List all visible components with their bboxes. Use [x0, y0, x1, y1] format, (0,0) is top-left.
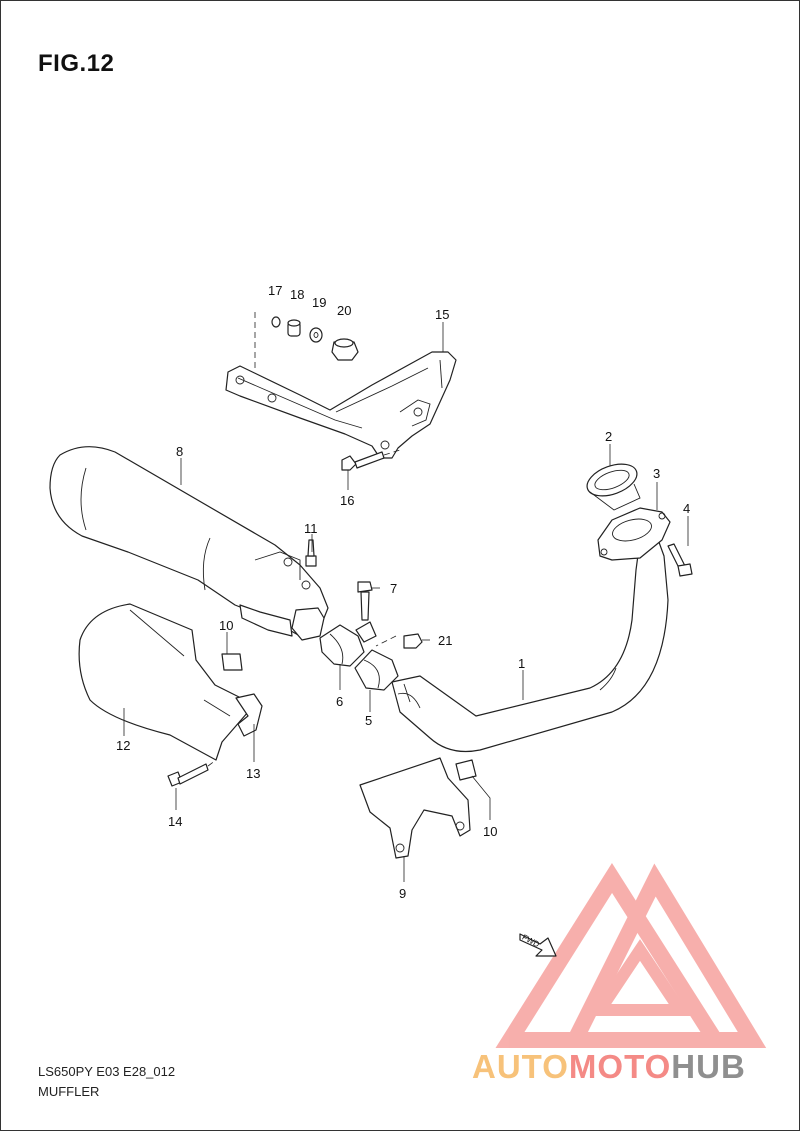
callout-7: 7	[390, 581, 397, 596]
callout-11: 11	[304, 521, 318, 536]
brand-part-hub: HUB	[671, 1048, 746, 1085]
callout-14: 14	[168, 814, 182, 829]
callout-6: 6	[336, 694, 343, 709]
flange-3	[597, 507, 671, 561]
figure-title: FIG.12	[38, 50, 115, 77]
callout-2: 2	[605, 429, 612, 444]
callout-9: 9	[399, 886, 406, 901]
washer-17	[271, 316, 281, 328]
callout-17: 17	[268, 283, 282, 298]
callout-8: 8	[176, 444, 183, 459]
joint-5	[354, 649, 399, 691]
bracket-15	[225, 351, 457, 459]
callout-18: 18	[290, 287, 304, 302]
nut-21	[375, 633, 423, 649]
callout-1: 1	[518, 656, 525, 671]
callout-3: 3	[653, 466, 660, 481]
bolt-16	[341, 449, 401, 471]
cover-9	[359, 757, 471, 859]
callout-13: 13	[246, 766, 260, 781]
stud-4	[667, 543, 693, 577]
watermark-logo	[495, 863, 767, 1048]
callout-16: 16	[340, 493, 354, 508]
callout-20: 20	[337, 303, 351, 318]
callout-19: 19	[312, 295, 326, 310]
cover-12	[78, 603, 249, 761]
callout-4: 4	[683, 501, 690, 516]
model-code: LS650PY E03 E28_012	[38, 1064, 176, 1079]
bolt-11	[305, 539, 317, 567]
section-name: MUFFLER	[38, 1084, 100, 1099]
brand-part-auto: AUTO	[472, 1048, 569, 1085]
callout-15: 15	[435, 307, 449, 322]
cushion-20	[331, 338, 359, 361]
callout-10-left: 10	[219, 618, 233, 633]
muffler-8	[49, 446, 329, 641]
clamp-6	[319, 621, 377, 667]
callout-10-right: 10	[483, 824, 497, 839]
pad-10-right	[455, 759, 477, 781]
watermark-brand-text: AUTOMOTOHUB	[472, 1048, 746, 1086]
leader-lines	[123, 322, 689, 882]
washer-19	[309, 327, 323, 343]
callout-labels: 1 2 3 4 5 6 7 8 9 10 10 11 12 13 14 15 1…	[116, 283, 690, 901]
bushing-18	[287, 319, 301, 337]
bracket-13	[235, 693, 263, 737]
gasket-2	[586, 463, 641, 511]
bolt-7	[357, 581, 373, 621]
callout-21: 21	[438, 633, 452, 648]
forward-direction-arrow: FWD	[519, 933, 557, 957]
callout-12: 12	[116, 738, 130, 753]
pad-10-left	[221, 653, 243, 671]
exhaust-pipe-1	[391, 533, 669, 753]
brand-part-moto: MOTO	[568, 1048, 672, 1085]
callout-5: 5	[365, 713, 372, 728]
bolt-14	[167, 759, 217, 787]
